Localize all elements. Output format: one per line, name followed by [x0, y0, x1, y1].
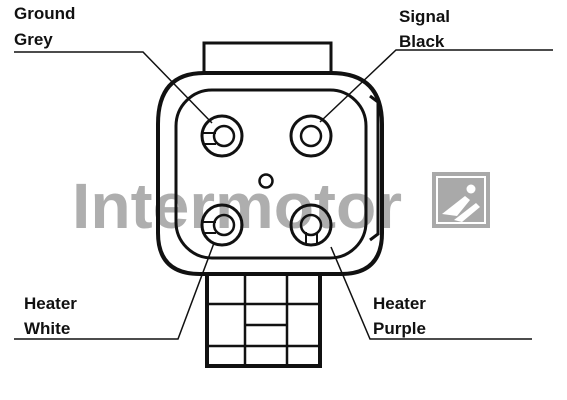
pin-signal — [289, 114, 333, 158]
label-heater-purple-color: Purple — [373, 319, 426, 338]
label-signal-color: Black — [399, 32, 445, 51]
pin-heater-purple — [289, 203, 333, 247]
intermotor-logo-icon — [432, 172, 490, 228]
label-ground-color: Grey — [14, 30, 53, 49]
pin-heater-white — [200, 203, 244, 247]
leader-signal — [319, 49, 553, 123]
label-heater-purple-name: Heater — [373, 294, 426, 313]
leader-lines — [14, 49, 553, 340]
label-ground-name: Ground — [14, 4, 75, 23]
center-key-hole — [258, 173, 274, 189]
leader-heater-white — [14, 242, 215, 340]
connector-housing — [156, 41, 384, 276]
connector-bottom-latch — [205, 274, 322, 368]
label-heater-white-name: Heater — [24, 294, 77, 313]
leader-ground — [14, 51, 213, 124]
label-signal-name: Signal — [399, 7, 450, 26]
watermark-text: Intermotor — [72, 170, 402, 242]
leader-heater-purple — [330, 246, 532, 340]
label-heater-white-color: White — [24, 319, 70, 338]
pin-ground — [200, 114, 244, 158]
